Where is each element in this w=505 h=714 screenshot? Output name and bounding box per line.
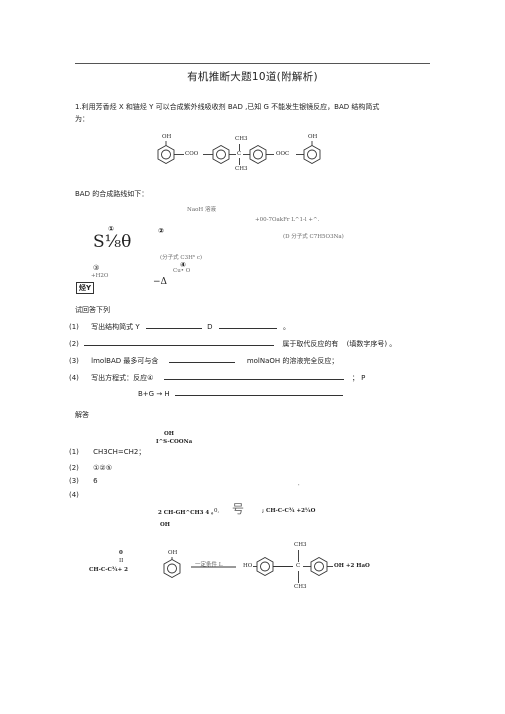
q4-line2-text: B+G → H [138,390,170,398]
h2o-label: +H2O [91,273,109,279]
q3-text: lmolBAD 最多可与含 [91,357,159,365]
question-4: (4) 写出方程式：反应④ ； P [69,373,365,383]
cu-o2-label: Cu• O [173,268,191,274]
q1-mid: D [207,323,213,331]
a3-text: 6 [93,477,98,485]
step-4-label: ④ [180,261,186,269]
question-1: (1) 写出结构简式 Y D 。 [69,322,290,332]
answer-1: (1) CH3CH=CH2； [69,447,145,457]
q2-blank-lead[interactable] [84,345,275,346]
c-formula: (分子式 C3H⁶ c) [160,255,203,261]
x-symbol: S⅛θ [93,232,132,252]
reagent-naoh: NaoH 溶液 [187,207,216,213]
answer-2: (2) ①②⑤ [69,464,112,472]
bisphenol-ring-left [256,556,274,577]
bad-ch3-top: CH3 [235,136,248,142]
phenol-ring [163,558,181,579]
eq5-c-center: C [296,563,301,569]
q4-text: 写出方程式：反应④ [91,374,154,382]
route-heading: BAD 的合成路线如下： [75,190,149,198]
answer-4: (4) [69,491,79,499]
eq5-phenol-oh: OH [168,550,178,556]
a2-text: ①②⑤ [93,464,112,472]
q1-end: 。 [283,323,290,331]
q4-num: (4) [69,374,79,382]
bad-coo: COO [185,151,199,157]
a2-num: (2) [69,464,79,472]
eq5-left: CH-C-C¾+ 2 [89,567,128,573]
question-4-line-2: B+G → H [138,390,343,398]
intro-line-1: 1.利用芳香烃 X 和链烃 Y 可以合成紫外线吸收剂 BAD ,已知 G 不能发… [75,103,380,111]
page-title: 有机推断大题10道(附解析) [187,71,318,83]
q3-end: molNaOH 的溶液完全反应； [246,357,339,365]
top-rule [75,63,430,64]
q3-blank[interactable] [168,362,235,363]
q1-text: 写出结构简式 Y [91,323,140,331]
garbled-route-line: +00-7OakFr L^1-l +^. [255,217,320,223]
q1-num: (1) [69,323,79,331]
q1-blank-y[interactable] [145,328,202,329]
q3-num: (3) [69,357,79,365]
q2-num: (2) [69,340,79,348]
bad-oh-left: OH [162,134,172,140]
eq5-carbonyl-o: 0 [119,550,123,556]
eq4-left: 2 CH-GH^CH3 4 。 [158,510,217,516]
answer-prompt: 试回答下列 [75,306,110,314]
q4-blank-reaction4[interactable] [163,379,344,380]
intro-line-2: 为： [75,115,89,123]
eq5-condition: 一定条件 L [195,562,223,568]
bad-ring-mid-left [212,144,230,165]
q4-end: ； P [351,374,366,382]
step-3-label: ③ [93,264,100,272]
eq5-ch3-bottom: CH3 [294,584,307,590]
q1-blank-d[interactable] [218,328,277,329]
question-2: (2) 属于取代反应的有 (填数字序号) 。 [69,339,396,349]
q2-end: (填数字序号) 。 [346,340,397,348]
hydrocarbon-y-box: 烃Y [76,282,95,294]
bad-c-center: C [237,151,242,157]
a4-num: (4) [69,491,79,499]
bad-ring-mid-right [249,144,267,165]
eq4-arrow-char: 号 [232,502,245,516]
bad-ch3-bottom: CH3 [235,166,248,172]
question-3: (3) lmolBAD 最多可与含 molNaOH 的溶液完全反应； [69,356,338,366]
eq4-oh: OH [160,522,170,528]
delta-label: −Δ [153,277,168,287]
answer-3: (3) 6 [69,477,98,485]
step-1-label: ① [108,225,114,233]
solution-heading: 解答 [75,411,89,419]
q2-text: 属于取代反应的有 [282,340,339,348]
stray-dot: ˙ [297,484,301,492]
bisphenol-ring-right [310,556,328,577]
eq5-ch3-top: CH3 [294,542,307,548]
bad-ooc: OOC [276,151,290,157]
eq5-ho: HO [243,563,253,569]
eq5-right: OH +2 HaO [334,563,370,569]
a1-text: CH3CH=CH2； [93,448,146,456]
d-oh: OH [164,431,174,437]
eq4-right: ; CH-C-C¾ +2¼O [262,508,316,514]
d-structure: I^S-COONa [156,439,193,445]
step-2-label: ② [158,227,164,235]
bad-oh-right: OH [308,134,318,140]
a1-num: (1) [69,448,79,456]
d-formula: (D 分子式 C7H5O3Na) [283,234,344,240]
a3-num: (3) [69,477,79,485]
q4-blank-bg[interactable] [174,395,343,396]
eq4-mid: 0, [214,508,220,514]
eq5-double-bond: II [119,558,124,564]
